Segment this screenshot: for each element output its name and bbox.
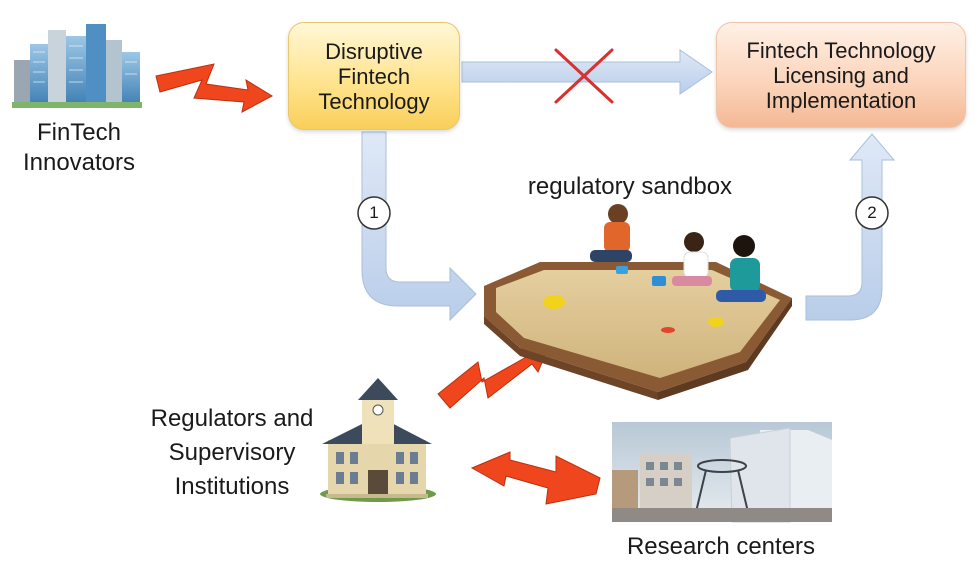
licensing-implementation-label: Fintech Technology Licensing and Impleme… bbox=[746, 37, 936, 113]
arrow-step-2 bbox=[805, 133, 896, 321]
cross-icon bbox=[554, 48, 614, 104]
disruptive-fintech-label: Disruptive Fintech Technology bbox=[318, 38, 430, 114]
zigzag-arrow-innovators bbox=[155, 63, 274, 113]
step-2-circle bbox=[855, 196, 889, 230]
government-building-icon bbox=[320, 378, 436, 502]
step-1-circle bbox=[357, 196, 391, 230]
sandbox-image bbox=[484, 204, 792, 400]
step-2-number: 2 bbox=[867, 203, 877, 222]
arrow-step-1 bbox=[361, 131, 477, 322]
research-centers-label: Research centers bbox=[626, 533, 816, 560]
licensing-implementation-box: Fintech Technology Licensing and Impleme… bbox=[716, 22, 966, 128]
regulators-supervisory-label: Regulators and Supervisory Institutions bbox=[150, 405, 314, 500]
regulatory-sandbox-label: regulatory sandbox bbox=[527, 173, 733, 200]
fintech-innovators-label: FinTech Innovators bbox=[22, 119, 136, 176]
research-centers-image bbox=[612, 422, 832, 523]
city-buildings-icon bbox=[12, 24, 142, 108]
zigzag-arrow-research bbox=[470, 451, 601, 505]
step-1-number: 1 bbox=[369, 203, 379, 222]
disruptive-fintech-box: Disruptive Fintech Technology bbox=[288, 22, 460, 130]
